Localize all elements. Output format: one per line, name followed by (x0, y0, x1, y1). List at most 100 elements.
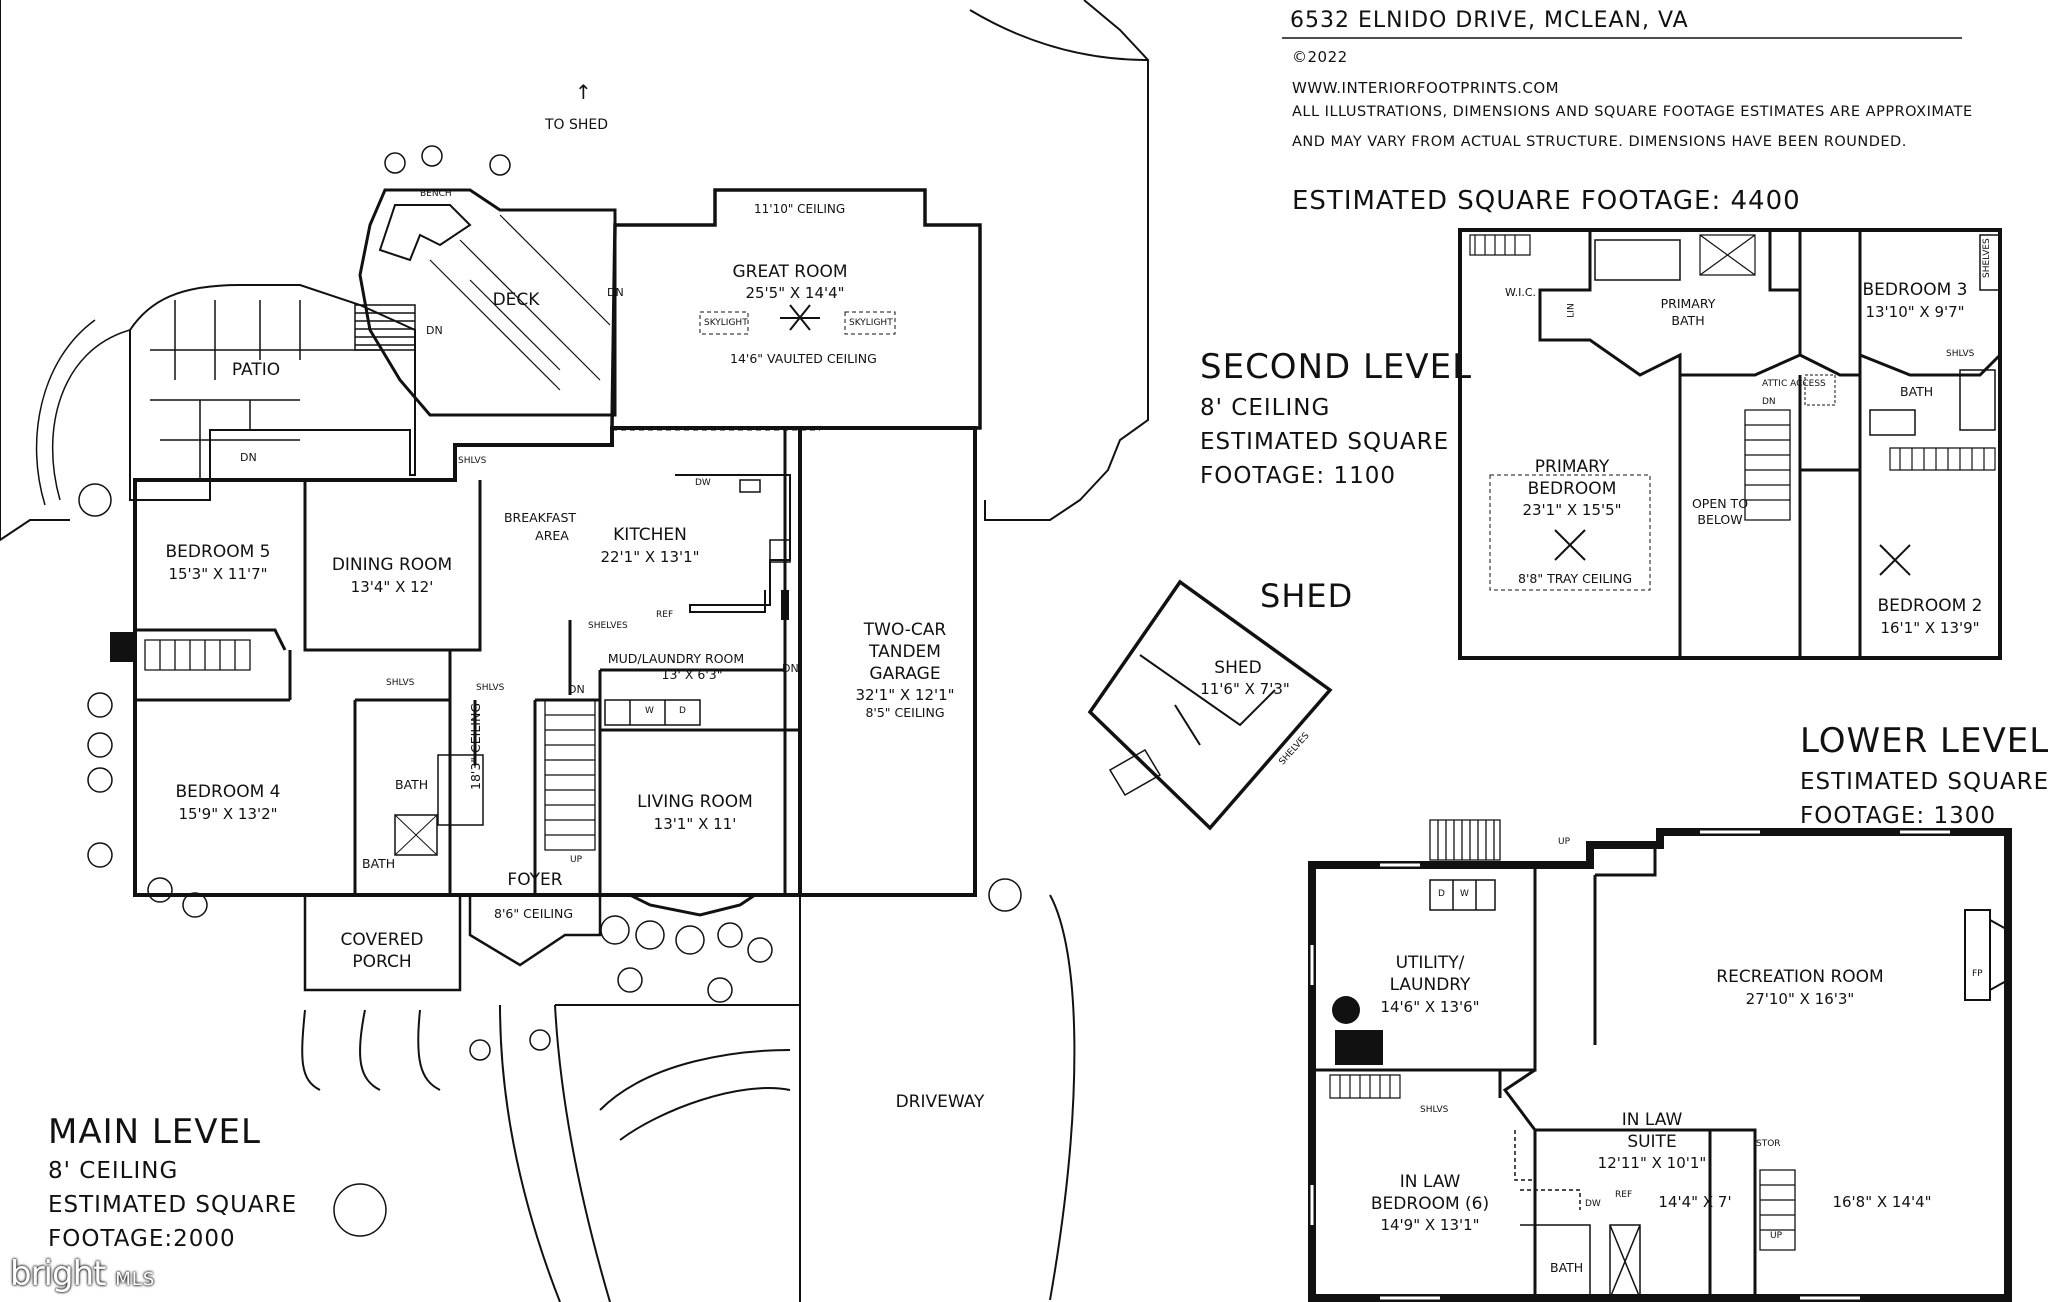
front-walkway-curve (599, 1049, 791, 1141)
bath-tub-main (437, 754, 484, 826)
lower-stairs-2 (1759, 1169, 1796, 1251)
recreation-side-dimensions: 16'8" X 14'4" (1832, 1193, 1932, 1211)
driveway-edge (799, 894, 1076, 1302)
website-link[interactable]: WWW.INTERIORFOOTPRINTS.COM (1292, 79, 1560, 97)
bedroom2-dimensions: 16'1" X 13'9" (1880, 619, 1980, 637)
covered-porch (303, 893, 602, 992)
front-walkway (301, 1004, 800, 1302)
bath2-label: BATH (1900, 384, 1934, 399)
great-room-dimensions: 25'5" X 14'4" (745, 284, 845, 302)
shed-dimensions: 11'6" X 7'3" (1200, 680, 1290, 698)
yard-curve (969, 9, 1149, 61)
shed-label: SHED (1214, 658, 1262, 678)
chimney-main (110, 632, 135, 662)
second-level-sqft-2: FOOTAGE: 1100 (1200, 463, 1396, 489)
lower-shlvs: SHLVS (1420, 1105, 1449, 1115)
primary-bath-label-1: PRIMARY (1660, 296, 1716, 311)
lot-line-left (0, 0, 70, 542)
shelves-label-4: SHLVS (476, 683, 505, 693)
watermark-suffix: MLS (115, 1269, 156, 1290)
deck-outline (358, 188, 617, 417)
primary-bath-tub (1594, 239, 1681, 281)
lower-washer-label: W (1460, 889, 1469, 899)
second-level-outline (1458, 228, 2002, 660)
dn-label-4: DN (568, 683, 585, 696)
main-level-ceiling: 8' CEILING (48, 1158, 179, 1184)
primary-bedroom-dimensions: 23'1" X 15'5" (1522, 501, 1622, 519)
lower-up-label-2: UP (1770, 1231, 1783, 1241)
shed-inner (1139, 654, 1276, 746)
bedroom5-dimensions: 15'3" X 11'7" (168, 565, 268, 583)
lower-stairs (1429, 819, 1501, 861)
utility-label-2: LAUNDRY (1389, 975, 1471, 995)
lower-level-sqft-2: FOOTAGE: 1300 (1800, 803, 1996, 829)
kitchen-label: KITCHEN (613, 525, 687, 545)
patio-pavers (150, 300, 380, 480)
garage-label-1: TWO-CAR (863, 620, 947, 640)
second-stairs (1744, 409, 1791, 521)
driveway-label: DRIVEWAY (895, 1092, 985, 1112)
fireplace (1964, 909, 2009, 1001)
garage-walls (800, 426, 977, 897)
skylight-a-box (699, 311, 749, 335)
lower-windows (1310, 830, 1950, 1300)
lot-line-top-right (984, 0, 1149, 521)
second-level-title: SECOND LEVEL (1200, 347, 1473, 387)
skylight-a: SKYLIGHT (704, 318, 748, 328)
patio-outline (129, 284, 416, 501)
up-label: UP (570, 855, 583, 865)
bedroom2-fan (1879, 544, 1911, 576)
second-dn-label: DN (1762, 397, 1776, 407)
primary-tray (1489, 474, 1651, 591)
foyer-ceiling: 8'6" CEILING (494, 906, 574, 921)
total-sqft: ESTIMATED SQUARE FOOTAGE: 4400 (1292, 186, 1801, 216)
deck-label: DECK (492, 290, 540, 310)
lower-level-title: LOWER LEVEL (1800, 721, 2048, 761)
ceiling-18-3: 18'3" CEILING (468, 702, 483, 790)
main-level-sqft-1: ESTIMATED SQUARE (48, 1192, 298, 1218)
living-room-dimensions: 13'1" X 11' (653, 815, 737, 833)
lower-level-sqft-1: ESTIMATED SQUARE (1800, 769, 2048, 795)
wic-closet (1469, 234, 1531, 256)
bedroom3-shlvs: SHLVS (1946, 349, 1975, 359)
shrubs-main (78, 145, 1022, 1237)
shed-outline (1087, 579, 1333, 831)
kitchen-sink (739, 479, 761, 493)
lower-bath-label: BATH (1550, 1260, 1584, 1275)
washer-label: W (645, 706, 654, 716)
kitchen-counter (675, 474, 791, 613)
second-level-ceiling: 8' CEILING (1200, 395, 1331, 421)
lower-appliances (1429, 879, 1496, 911)
recreation-room-label: RECREATION ROOM (1716, 967, 1884, 987)
skylight-b-box (844, 311, 896, 335)
bedroom3-dimensions: 13'10" X 9'7" (1865, 303, 1965, 321)
bath-label-1: BATH (395, 777, 429, 792)
bright-mls-watermark: bright MLS (10, 1254, 155, 1294)
area-label: AREA (535, 528, 569, 543)
suite-kitchen (1514, 1130, 1581, 1210)
mud-room-label: MUD/LAUNDRY ROOM (607, 651, 745, 666)
inlaw-bedroom-label-1: IN LAW (1399, 1172, 1461, 1192)
porch-label-2: PORCH (352, 952, 412, 972)
suite-bath (1520, 1224, 1641, 1299)
primary-bath-shower (1699, 234, 1756, 276)
patio-label: PATIO (231, 360, 281, 380)
furnace (1335, 1030, 1383, 1065)
dining-room-dimensions: 13'4" X 12' (350, 578, 434, 596)
main-level-sqft-2: FOOTAGE:2000 (48, 1226, 236, 1252)
address-title: 6532 ELNIDO DRIVE, MCLEAN, VA (1290, 8, 1689, 33)
mud-appliances (604, 699, 701, 726)
garage-label-3: GARAGE (869, 664, 941, 684)
kitchen-stove (769, 539, 791, 563)
suite-label-1: IN LAW (1621, 1110, 1683, 1130)
breakfast-label: BREAKFAST (503, 510, 577, 525)
suite-side-dimensions: 14'4" X 7' (1658, 1193, 1732, 1211)
inlaw-bedroom-dimensions: 14'9" X 13'1" (1380, 1216, 1480, 1234)
storage-label: STOR (1756, 1139, 1781, 1149)
shed-step (1108, 748, 1162, 797)
shelves-label-3: SHLVS (386, 678, 415, 688)
bedroom3-closet (1979, 234, 2001, 291)
primary-fan (1554, 529, 1586, 561)
recreation-room-dimensions: 27'10" X 16'3" (1745, 990, 1855, 1008)
